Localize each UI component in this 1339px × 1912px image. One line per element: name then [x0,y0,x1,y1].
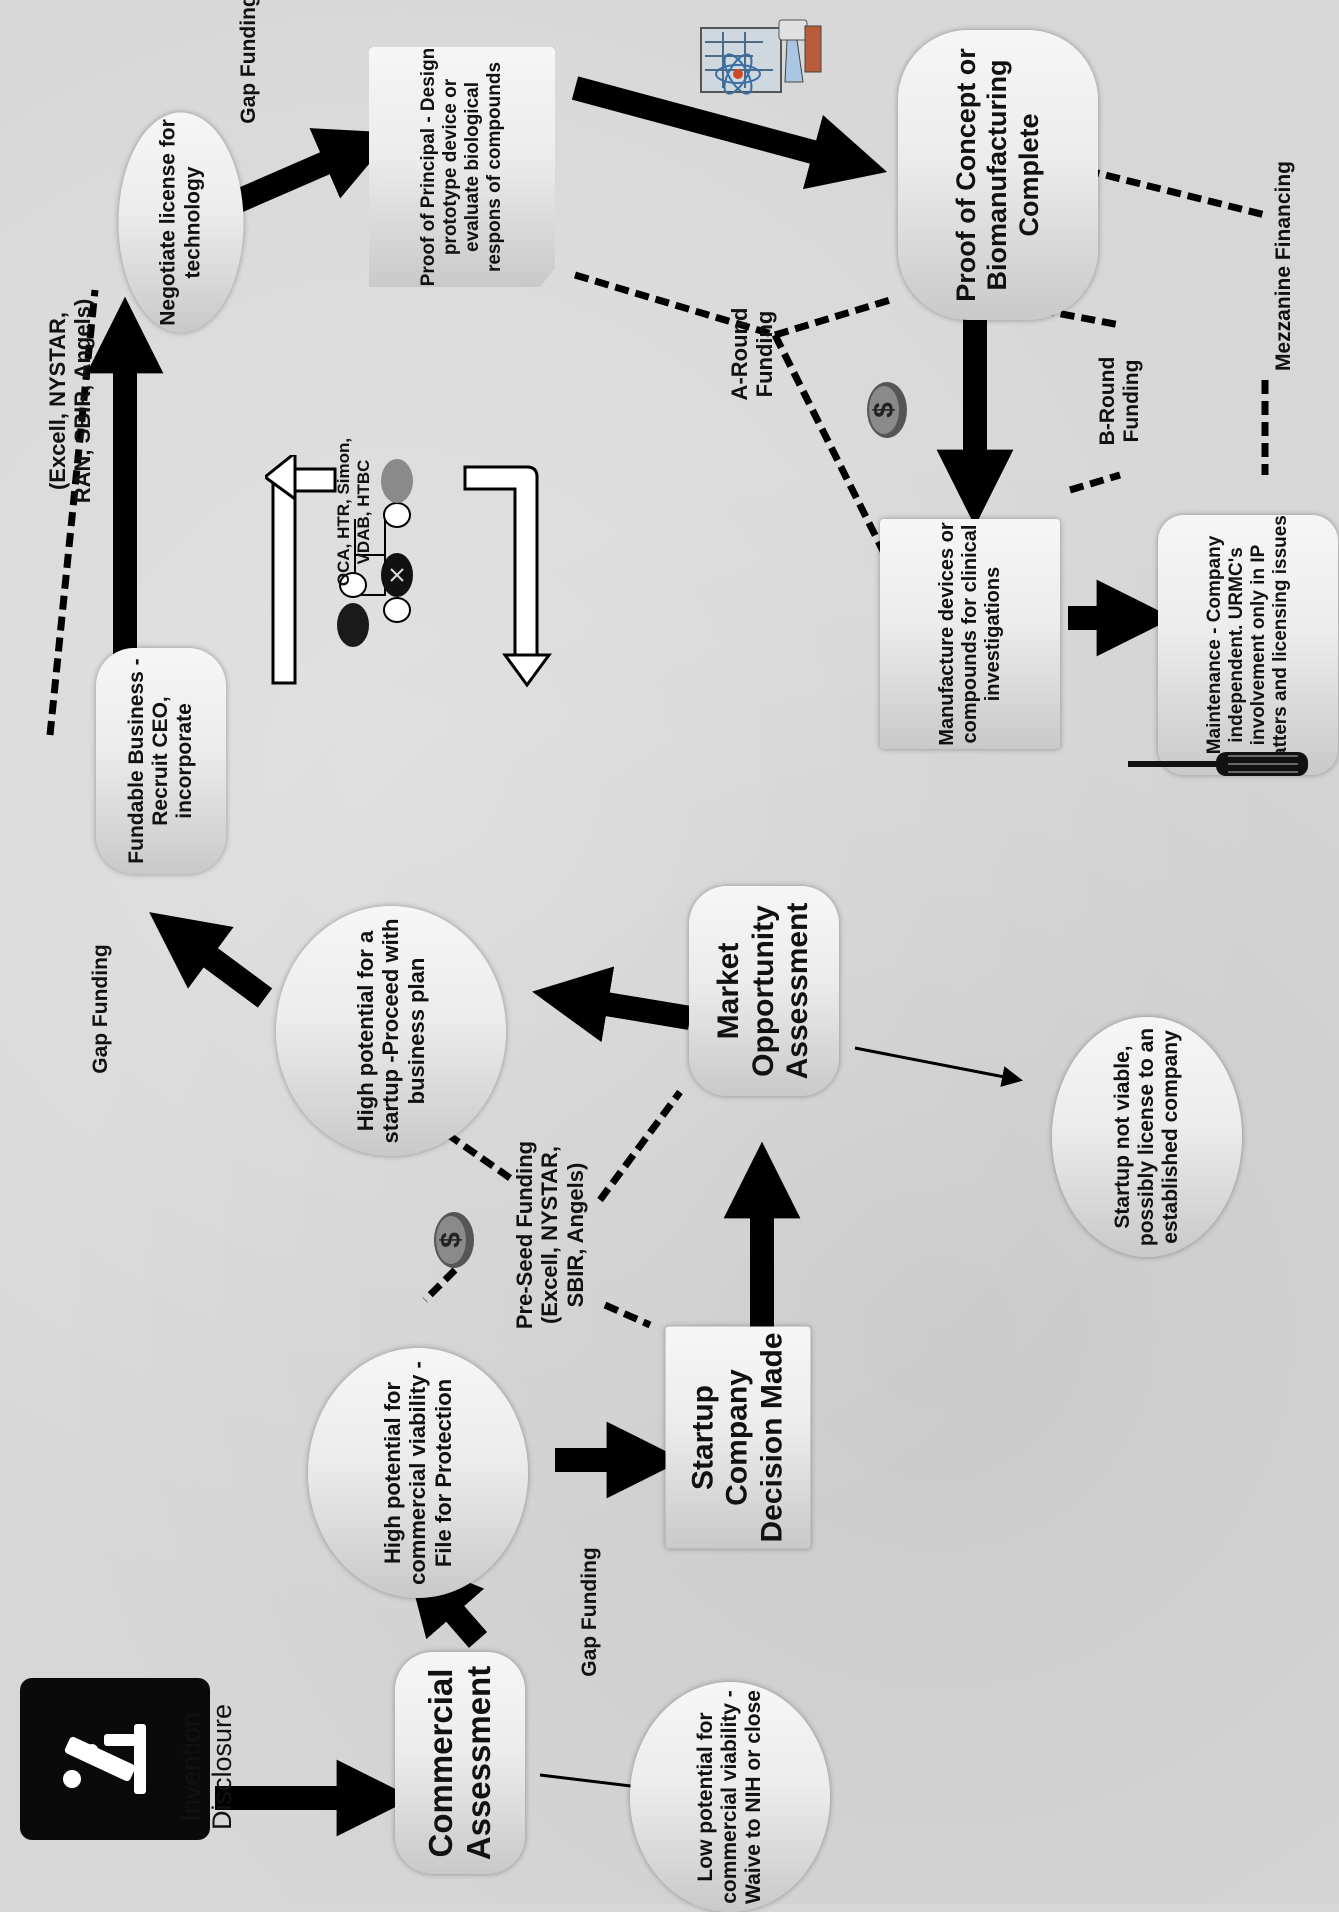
lab-equipment-icon [693,12,828,117]
high-potential-commercial-node: High potential for commercial viability … [308,1348,528,1598]
dollar-coin-icon: $ [865,380,909,440]
arrow-negotiate-to-proof-principal [217,128,396,220]
svg-text:$: $ [435,1232,466,1248]
startup-not-viable-node: Startup not viable, possibly license to … [1052,1017,1242,1257]
commercial-assessment-node: Commercial Assessment [395,1652,525,1874]
low-potential-node: Low potential for commercial viability -… [630,1682,830,1912]
arrow-market-to-high-startup [532,966,692,1043]
pre-seed-funding-label: Pre-Seed Funding (Excell, NYSTAR, SBIR, … [512,1140,588,1330]
gap-funding-label-2: Gap Funding [88,944,112,1074]
high-potential-startup-node: High potential for a startup -Proceed wi… [276,906,506,1156]
proof-of-concept-node: Proof of Concept or Biomanufacturing Com… [898,30,1098,320]
arrow-proof-principal-to-proof-concept [571,76,888,190]
startup-decision-node: Startup Company Decision Made [665,1326,811,1549]
mezzanine-financing-label: Mezzanine Financing [1271,160,1295,372]
proof-of-principal-node: Proof of Principal - Design prototype de… [369,47,555,287]
funding-connectors [46,156,1269,1329]
fundable-business-node: Fundable Business - Recruit CEO, incorpo… [96,648,226,874]
arrow-market-to-not-viable [854,1046,1023,1087]
microscope-icon [20,1678,210,1840]
dollar-coin-icon: $ [432,1210,476,1270]
b-round-funding-label: B-Round Funding [1095,356,1143,446]
people-org-icon [262,449,665,695]
a-round-funding-label: A-Round Funding [726,307,777,401]
seed-funding-label: (Excell, NYSTAR, RAN, SBIR, Angels) [44,298,95,504]
flow-arrows [86,76,1174,1837]
market-assessment-node: Market Opportunity Assessment [689,886,839,1096]
manufacture-node: Manufacture devices or compounds for cli… [880,519,1060,749]
negotiate-license-node: Negotiate license for technology [118,112,244,333]
invention-disclosure-label: Invention Disclosure [175,1703,237,1831]
screwdriver-icon [1128,744,1308,784]
partners-label: OCA, HTR, Simon, VDAB, HTBC [334,437,373,587]
gap-funding-label-3: Gap Funding [236,0,260,124]
gap-funding-label-1: Gap Funding [577,1547,601,1677]
arrow-high-startup-to-fundable [149,912,273,1008]
maintenance-node: Maintenance - Company independent. URMC'… [1158,515,1338,775]
svg-text:$: $ [868,402,899,418]
